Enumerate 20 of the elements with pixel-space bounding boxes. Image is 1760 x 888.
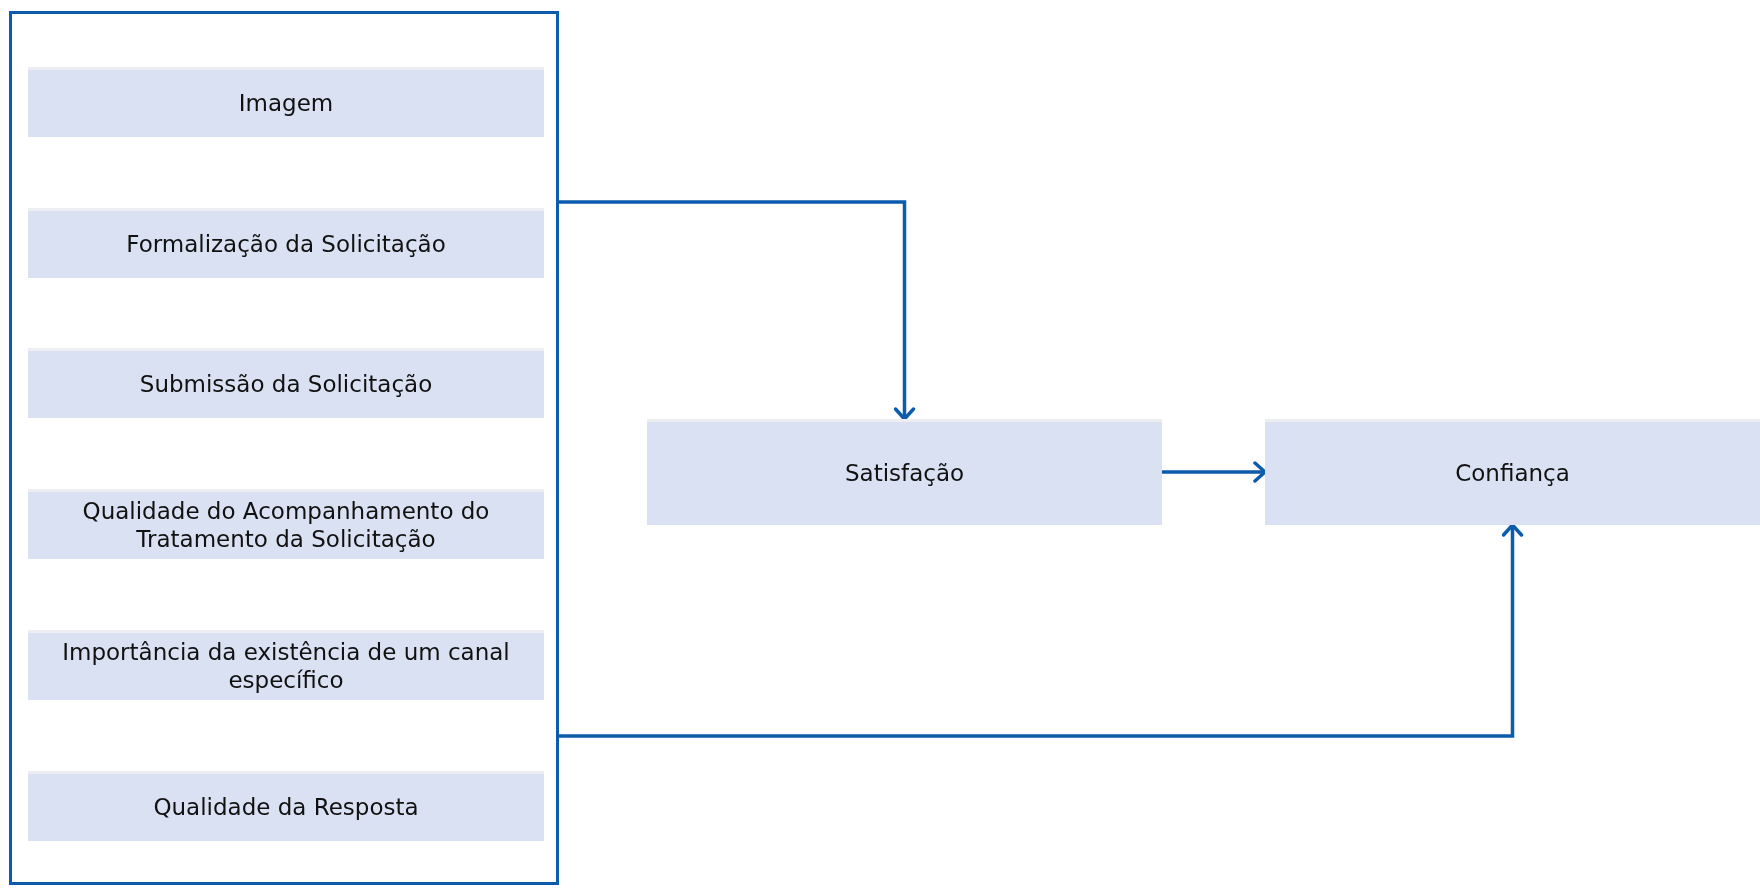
factor-box [28,208,544,278]
node-label: Importância da existência de um canal específico [61,638,511,695]
arrow [559,200,916,421]
group-frame [9,11,559,885]
node-label: Qualidade da Resposta [153,793,419,822]
factor-box [28,67,544,137]
arrow [1162,461,1267,483]
factor-box [647,419,1162,525]
factor-box [1265,419,1760,525]
factor-box [28,489,544,559]
factor-box [28,348,544,418]
node-label: Submissão da Solicitação [139,370,433,399]
node-label: Satisfação [844,459,965,488]
node-label: Imagem [238,89,334,118]
node-label: Confiança [1455,459,1570,488]
node-label: Formalização da Solicitação [126,230,446,259]
factor-box [28,630,544,700]
node-label: Qualidade do Acompanhamento do Tratamento da Solicitação [81,497,491,554]
factor-box [28,771,544,841]
arrow [559,523,1524,738]
